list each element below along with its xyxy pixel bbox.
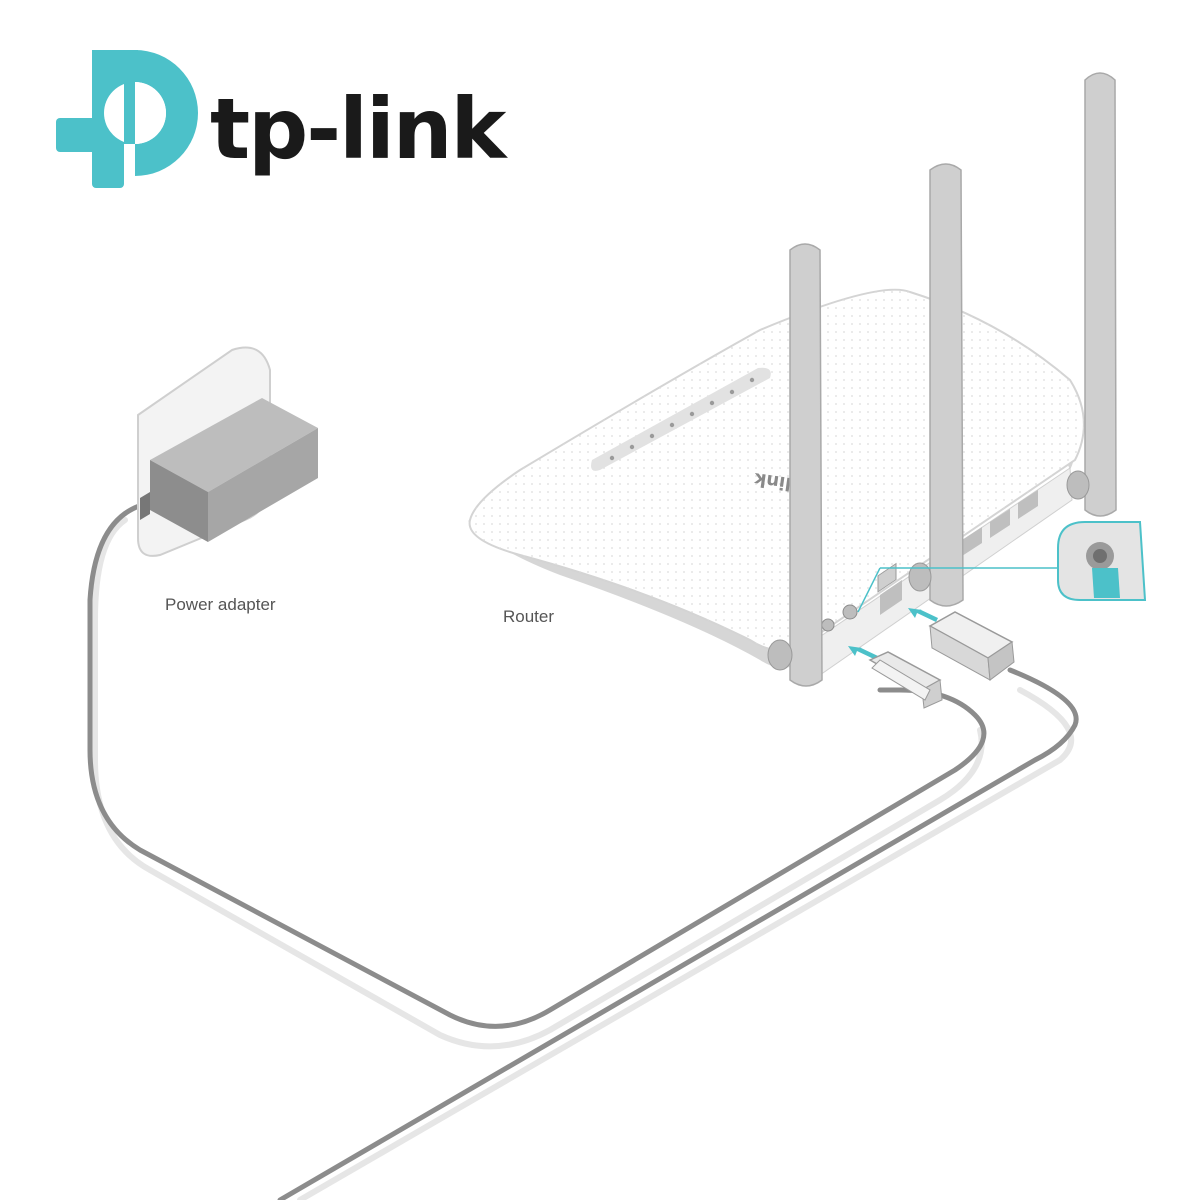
router-label: Router <box>503 607 554 626</box>
tp-link-logo-icon <box>56 50 198 188</box>
ethernet-cable <box>277 667 1079 1200</box>
ethernet-plug <box>928 611 1015 681</box>
insert-arrow-icon <box>848 608 938 660</box>
power-adapter-icon <box>137 346 318 557</box>
power-button-callout-icon <box>857 521 1147 613</box>
dc-plug <box>868 651 943 709</box>
power-adapter-label: Power adapter <box>165 595 276 614</box>
power-cable <box>87 502 987 1029</box>
router-icon: tp-link <box>468 288 1085 676</box>
cable-shadows <box>92 517 1074 1200</box>
antenna-right <box>1066 72 1117 517</box>
antenna-left <box>767 243 823 687</box>
antenna-middle <box>908 163 964 607</box>
brand-wordmark: tp-link <box>210 80 509 178</box>
